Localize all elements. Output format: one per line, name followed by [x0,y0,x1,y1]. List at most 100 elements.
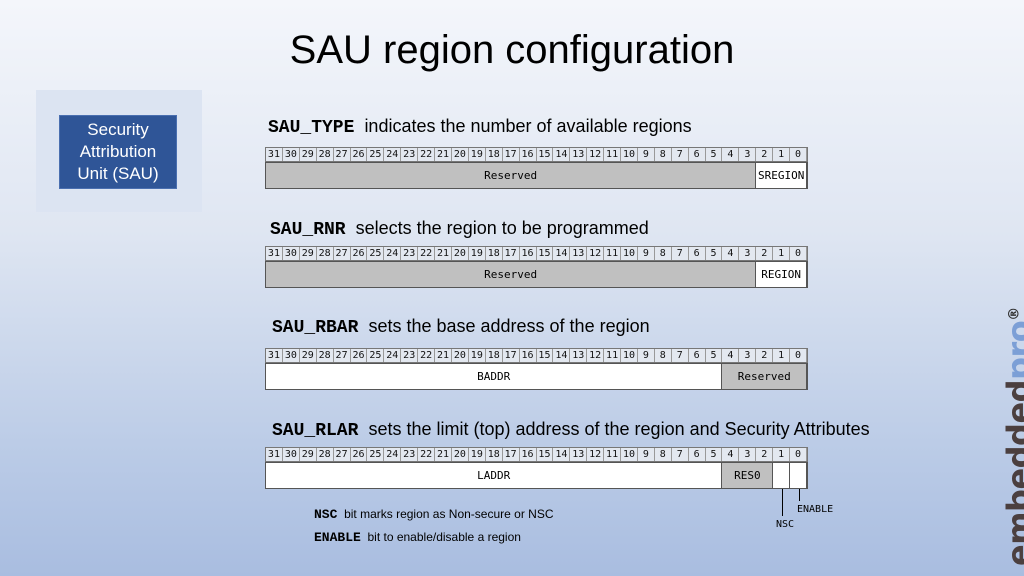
bit-number: 8 [655,247,672,260]
bit-number: 31 [266,148,283,161]
bit-number: 27 [334,247,351,260]
bit-number: 30 [283,148,300,161]
register-field: SREGION [756,163,807,188]
bit-number: 12 [587,247,605,260]
bit-number: 5 [706,349,723,362]
sau-label-line: Attribution [79,142,157,161]
bit-number: 3 [739,247,757,260]
bit-number: 21 [435,148,452,161]
bit-number: 19 [469,448,486,461]
bit-number: 17 [503,247,520,260]
bit-number: 22 [418,349,436,362]
bit-number: 22 [418,247,436,260]
bit-number: 20 [452,349,469,362]
bit-number: 14 [553,148,571,161]
bit-number: 23 [401,349,419,362]
bit-number: 15 [537,247,554,260]
bit-number: 1 [773,148,791,161]
bit-number: 26 [351,247,368,260]
bit-number: 23 [401,148,419,161]
bit-number: 17 [503,349,520,362]
bit-number: 25 [367,247,385,260]
bit-number: 23 [401,247,419,260]
note-term: NSC [314,507,338,522]
bit-number: 6 [689,247,706,260]
bit-number: 9 [638,349,655,362]
bit-number: 1 [773,448,791,461]
register-field [773,463,791,488]
bit-number: 12 [587,448,605,461]
bit-number: 13 [570,448,588,461]
bit-number: 19 [469,148,486,161]
bit-number: 26 [351,148,368,161]
bit-number: 6 [689,448,706,461]
bit-number: 0 [790,349,807,362]
bit-number: 21 [435,349,452,362]
bit-number: 3 [739,349,757,362]
bit-number: 0 [790,448,807,461]
bit-number: 30 [283,448,300,461]
bit-number: 18 [486,349,503,362]
bit-number: 19 [469,247,486,260]
bit-number: 12 [587,148,605,161]
embeddedpro-logo: embeddedpro® [1000,307,1024,566]
register-field: LADDR [266,463,723,488]
bit-number: 9 [638,448,655,461]
register-name: SAU_RBAR [272,318,359,338]
bit-number: 30 [283,247,300,260]
bit-number: 29 [300,247,317,260]
register-field: Reserved [266,163,757,188]
bit-number: 23 [401,448,419,461]
nsc-pointer-line [782,489,783,516]
bit-number: 31 [266,448,283,461]
bit-number: 2 [756,349,774,362]
bit-number: 12 [587,349,605,362]
bit-number: 8 [655,448,672,461]
bit-number: 28 [317,148,334,161]
logo-text: pro [1000,320,1024,380]
register-description: selects the region to be programmed [355,218,649,238]
sau-label-line: Security [87,120,149,139]
bit-number: 16 [520,349,537,362]
bit-number: 7 [672,247,689,260]
bit-number: 0 [790,247,807,260]
bit-number: 31 [266,349,283,362]
sau-panel: Security Attribution Unit (SAU) [36,90,202,212]
bit-number: 10 [621,247,638,260]
bit-number: 29 [300,448,317,461]
bit-number: 0 [790,148,807,161]
bit-number: 26 [351,349,368,362]
logo-text: embedded [1000,379,1024,566]
bit-number: 11 [604,448,622,461]
bit-number: 16 [520,148,537,161]
bit-number: 10 [621,148,638,161]
bit-number: 27 [334,349,351,362]
bit-number: 24 [384,247,402,260]
bit-number: 5 [706,448,723,461]
register-heading: SAU_RLAR sets the limit (top) address of… [272,419,870,441]
register-field: REGION [756,262,807,287]
bit-number: 8 [655,148,672,161]
register-field: BADDR [266,364,723,389]
bit-number: 3 [739,448,757,461]
bit-number: 13 [570,148,588,161]
bit-number: 28 [317,349,334,362]
bit-number: 20 [452,148,469,161]
bit-number: 15 [537,148,554,161]
bit-number: 17 [503,148,520,161]
bit-number: 21 [435,448,452,461]
bit-number: 5 [706,148,723,161]
bit-number: 1 [773,349,791,362]
register-field [790,463,807,488]
register-description: indicates the number of available region… [364,116,692,136]
bit-number: 29 [300,349,317,362]
bit-number: 11 [604,349,622,362]
bit-number: 9 [638,247,655,260]
bit-number: 15 [537,448,554,461]
slide-title: SAU region configuration [289,28,735,72]
register-description: sets the limit (top) address of the regi… [368,419,870,439]
register-name: SAU_TYPE [268,118,355,138]
